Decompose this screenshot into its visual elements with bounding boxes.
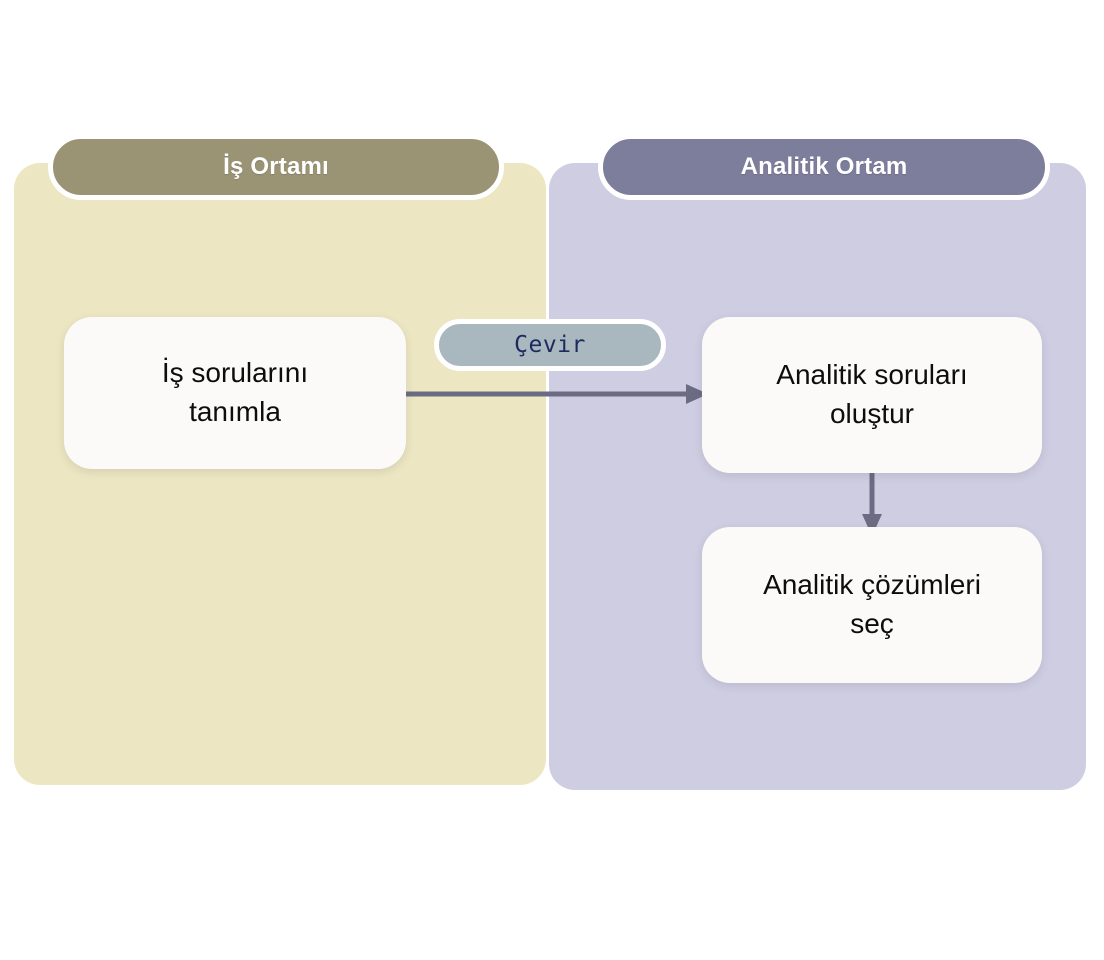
step-label-line1: Analitik çözümleri <box>763 569 981 601</box>
step-label-line2: seç <box>850 608 894 639</box>
step-label-line1: İş sorularını <box>161 357 309 389</box>
swimlane-header-business: İş Ortamı <box>48 134 504 200</box>
step-label-line1: Analitik soruları <box>776 359 968 391</box>
step-label-line2: tanımla <box>189 396 281 427</box>
step-card-select-analytics-solutions[interactable]: Analitik çözümleri seç <box>702 527 1042 683</box>
step-card-define-business-questions[interactable]: İş sorularını tanımla <box>64 317 406 469</box>
edge-label-translate: Çevir <box>434 319 666 371</box>
swimlane-panel-business <box>14 163 546 785</box>
swimlane-panel-analytics <box>549 163 1086 790</box>
step-label-line2: oluştur <box>829 398 915 429</box>
connector-arrow-translate <box>400 378 712 410</box>
step-card-create-analytics-questions[interactable]: Analitik soruları oluştur <box>702 317 1042 473</box>
swimlane-header-analytics: Analitik Ortam <box>598 134 1050 200</box>
